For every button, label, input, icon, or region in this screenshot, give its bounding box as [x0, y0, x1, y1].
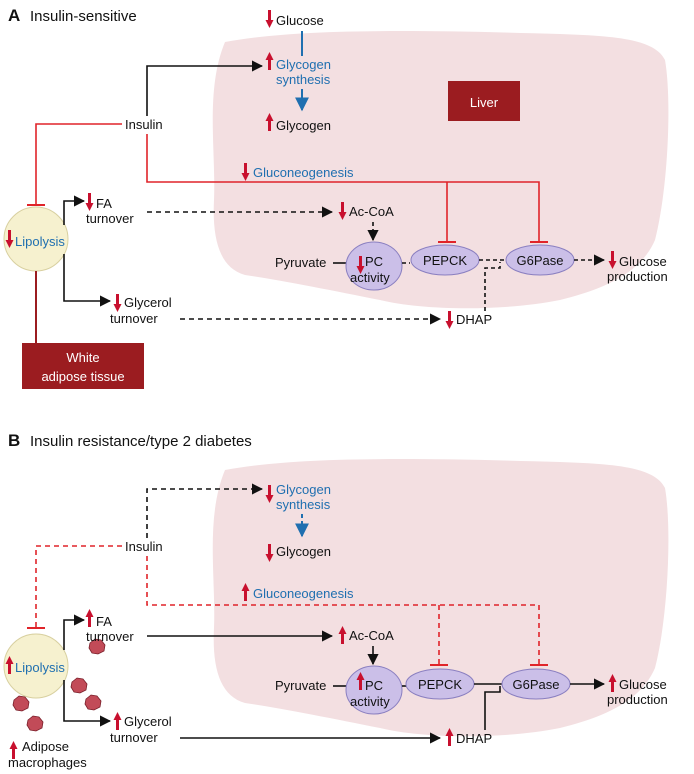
arrow-down-icon [445, 311, 454, 329]
glycerol-label-b-2: turnover [110, 730, 158, 745]
pyruvate-label-b: Pyruvate [275, 678, 326, 693]
acoa-label-b: Ac-CoA [349, 628, 394, 643]
arrow-up-icon [241, 583, 250, 601]
glucose-production-label-a-2: production [607, 269, 668, 284]
dhap-label-b: DHAP [456, 731, 492, 746]
macrophage-icon [12, 695, 30, 712]
dhap-to-g6pase-line-b [484, 686, 501, 730]
dhap-label-a: DHAP [456, 312, 492, 327]
insulin-inhibit-g6pase-line-b [146, 556, 540, 665]
insulin-label-b: Insulin [125, 539, 163, 554]
liver-shape-b [212, 459, 669, 737]
pepck-label-a: PEPCK [423, 253, 467, 268]
arrow-down-icon [338, 202, 347, 220]
panel-b: B Insulin resistance/type 2 diabetes Lip… [3, 431, 669, 770]
arrow-up-icon [356, 672, 365, 690]
glucose-label-a: Glucose [276, 13, 324, 28]
fa-label-b-2: turnover [86, 629, 134, 644]
macrophage-icon [26, 715, 44, 732]
arrow-down-icon [241, 163, 250, 181]
dhap-to-g6pase-line [484, 262, 501, 311]
acoa-label-a: Ac-CoA [349, 204, 394, 219]
arrow-up-icon [265, 113, 274, 131]
insulin-to-synthesis-arrow-b [146, 483, 264, 538]
insulin-inhibit-lipolysis-line-b [35, 545, 122, 628]
arrow-up-icon [445, 728, 454, 746]
adipose-label-1: White [66, 350, 99, 365]
glycerol-label-a-1: Glycerol [124, 295, 172, 310]
insulin-inhibit-lipolysis-line [35, 123, 122, 205]
pepck-label-b: PEPCK [418, 677, 462, 692]
glycogen-synthesis-label-b-1: Glycogen [276, 482, 331, 497]
arrow-down-icon [356, 256, 365, 274]
arrow-up-icon [85, 609, 94, 627]
glycogen-synthesis-label-a-1: Glycogen [276, 57, 331, 72]
glucose-production-label-a-1: Glucose [619, 254, 667, 269]
arrow-down-icon [608, 251, 617, 269]
arrow-down-icon [265, 10, 274, 28]
macrophage-icons [12, 638, 106, 732]
liver-label: Liver [470, 95, 499, 110]
arrow-down-icon [113, 294, 122, 312]
glycogen-label-b: Glycogen [276, 544, 331, 559]
glucose-production-label-b-2: production [607, 692, 668, 707]
arrow-down-icon [265, 544, 274, 562]
macrophages-label-1: Adipose [22, 739, 69, 754]
macrophage-icon [84, 694, 102, 711]
glycerol-label-a-2: turnover [110, 311, 158, 326]
glycerol-label-b-1: Glycerol [124, 714, 172, 729]
g6pase-label-a: G6Pase [517, 253, 564, 268]
arrow-up-icon [338, 626, 347, 644]
fa-label-a-2: turnover [86, 211, 134, 226]
lipolysis-to-fa-arrow-b [63, 614, 86, 650]
fa-label-b-1: FA [96, 614, 112, 629]
lipolysis-to-fa-arrow [63, 195, 86, 225]
pc-label-b-1: PC [365, 678, 383, 693]
panel-a-title: Insulin-sensitive [30, 8, 137, 25]
panel-b-title: Insulin resistance/type 2 diabetes [30, 433, 252, 450]
lipolysis-to-glycerol-arrow [63, 254, 112, 307]
arrow-up-icon [265, 52, 274, 70]
insulin-inhibit-g6pase-line [146, 134, 540, 242]
adipose-label-2: adipose tissue [41, 369, 124, 384]
gluconeogenesis-label-a: Gluconeogenesis [253, 165, 354, 180]
pc-label-a-1: PC [365, 254, 383, 269]
insulin-to-synthesis-arrow [146, 60, 264, 116]
adipose-tissue-box [22, 343, 144, 389]
pc-label-b-2: activity [350, 694, 390, 709]
glucose-production-label-b-1: Glucose [619, 677, 667, 692]
macrophages-label-2: macrophages [8, 755, 87, 770]
arrow-down-icon [85, 193, 94, 211]
arrow-up-icon [9, 741, 18, 759]
glycogen-label-a: Glycogen [276, 118, 331, 133]
g6pase-label-b: G6Pase [513, 677, 560, 692]
panel-a-letter: A [8, 6, 20, 25]
glycogen-synthesis-label-a-2: synthesis [276, 72, 331, 87]
macrophage-icon [70, 677, 88, 694]
pc-label-a-2: activity [350, 270, 390, 285]
pyruvate-label-a: Pyruvate [275, 255, 326, 270]
macrophage-icon [88, 638, 106, 655]
insulin-label-a: Insulin [125, 117, 163, 132]
arrow-down-icon [5, 230, 14, 248]
fa-label-a-1: FA [96, 196, 112, 211]
lipolysis-label-b: Lipolysis [15, 660, 65, 675]
arrow-up-icon [608, 674, 617, 692]
lipolysis-label-a: Lipolysis [15, 234, 65, 249]
arrow-down-icon [265, 485, 274, 503]
arrow-up-icon [113, 712, 122, 730]
glycogen-synthesis-label-b-2: synthesis [276, 497, 331, 512]
panel-a: A Insulin-sensitive Liver Lipolysis Whit… [3, 6, 669, 389]
pc-enzyme-a [345, 241, 403, 291]
panel-b-letter: B [8, 431, 20, 450]
lipolysis-to-glycerol-arrow-b [63, 680, 112, 727]
arrow-up-icon [5, 656, 14, 674]
gluconeogenesis-label-b: Gluconeogenesis [253, 586, 354, 601]
lipolysis-circle-b [3, 633, 69, 699]
liver-shape-a [212, 31, 669, 309]
liver-label-box [448, 81, 520, 121]
